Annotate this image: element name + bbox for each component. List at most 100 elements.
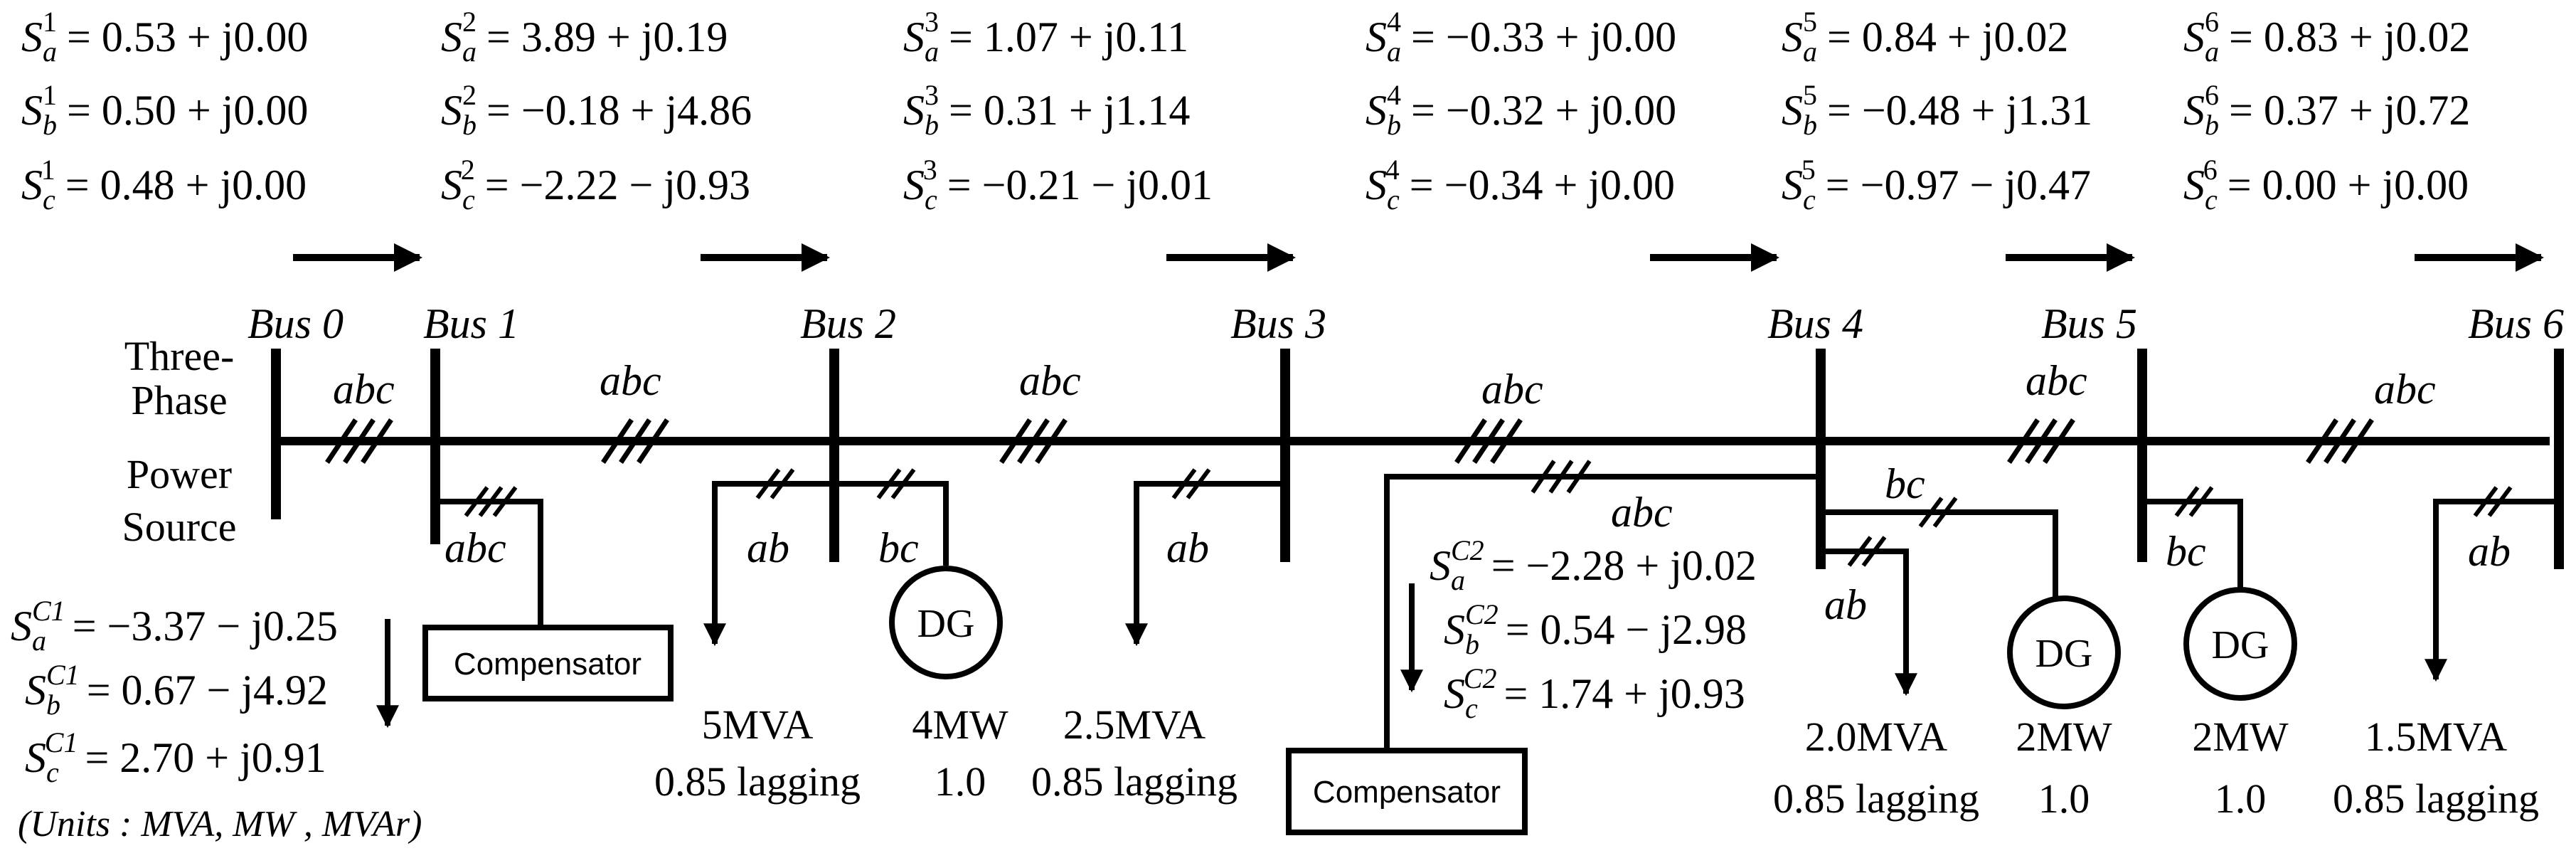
svg-text:Sb5= −0.48 + j1.31: Sb5= −0.48 + j1.31: [1782, 79, 2092, 141]
flow-block-5: Sa5= 0.84 + j0.02 Sb5= −0.48 + j1.31 Sc5…: [1782, 6, 2092, 216]
flow-5-c: = −0.97 − j0.47: [1826, 161, 2091, 208]
flow-2-c: = −2.22 − j0.93: [485, 161, 750, 208]
svg-text:2.5MVA: 2.5MVA: [1063, 701, 1205, 748]
svg-text:4MW: 4MW: [912, 701, 1008, 748]
flow-4-a: = −0.33 + j0.00: [1411, 14, 1676, 60]
svg-text:abc: abc: [600, 357, 661, 404]
flow-3-b: = 0.31 + j1.14: [949, 87, 1190, 134]
compensator-c1-box: [422, 625, 674, 701]
svg-text:abc: abc: [1481, 366, 1543, 413]
bus-2-dg-branch: bc DG: [834, 468, 1003, 679]
svg-text:SbC1= 0.67 − j4.92: SbC1= 0.67 − j4.92: [25, 659, 328, 721]
flow-6-c: = 0.00 + j0.00: [2228, 161, 2469, 208]
bus-5-label: Bus 5: [2041, 300, 2137, 347]
bus-3-label: Bus 3: [1230, 300, 1326, 347]
units-note: (Units : MVA, MW , MVAr): [18, 804, 422, 844]
flow-block-2: Sa2= 3.89 + j0.19 Sb2= −0.18 + j4.86 Sc2…: [441, 6, 752, 216]
svg-text:Sc5= −0.97 − j0.47: Sc5= −0.97 − j0.47: [1782, 154, 2091, 216]
svg-text:abc: abc: [2374, 366, 2436, 413]
svg-text:Source: Source: [122, 504, 236, 550]
svg-text:Sc2= −2.22 − j0.93: Sc2= −2.22 − j0.93: [441, 154, 750, 216]
svg-text:2.0MVA: 2.0MVA: [1805, 714, 1947, 760]
svg-text:DG: DG: [2035, 632, 2093, 676]
bus-3-load-branch: ab 2.5MVA 0.85 lagging: [1031, 468, 1285, 805]
svg-text:2MW: 2MW: [2016, 714, 2112, 760]
svg-text:Sa6= 0.83 + j0.02: Sa6= 0.83 + j0.02: [2183, 6, 2470, 68]
flow-6-a: = 0.83 + j0.02: [2229, 14, 2470, 60]
dg-bus-5: [2183, 587, 2297, 701]
flow-2-b: = −0.18 + j4.86: [486, 87, 752, 134]
source-label: Three- Phase Power Source: [122, 333, 236, 550]
flow-block-4: Sa4= −0.33 + j0.00 Sb4= −0.32 + j0.00 Sc…: [1366, 6, 1676, 216]
flow-4-b: = −0.32 + j0.00: [1411, 87, 1676, 134]
bus-labels: Bus 0 Bus 1 Bus 2 Bus 3 Bus 4 Bus 5 Bus …: [248, 300, 2564, 347]
flow-3-c: = −0.21 − j0.01: [947, 161, 1213, 208]
svg-text:Phase: Phase: [131, 377, 227, 423]
svg-text:bc: bc: [2166, 528, 2206, 575]
compensator-c1-branch: abc Compensator: [422, 486, 674, 701]
flow-6-b: = 0.37 + j0.72: [2229, 87, 2470, 134]
svg-text:SaC2= −2.28 + j0.02: SaC2= −2.28 + j0.02: [1430, 534, 1757, 596]
svg-text:0.85 lagging: 0.85 lagging: [1031, 758, 1238, 805]
svg-text:0.85 lagging: 0.85 lagging: [2333, 775, 2539, 822]
svg-text:bc: bc: [1885, 460, 1925, 507]
svg-text:bc: bc: [878, 524, 919, 571]
svg-text:Sa3= 1.07 + j0.11: Sa3= 1.07 + j0.11: [903, 6, 1188, 68]
bus-4-dg-branch: bc DG 2MW 1.0: [1821, 460, 2121, 822]
svg-text:SaC1= −3.37 − j0.25: SaC1= −3.37 − j0.25: [11, 595, 338, 657]
dg-bus-2: [889, 566, 1003, 679]
svg-text:Sa1= 0.53 + j0.00: Sa1= 0.53 + j0.00: [21, 6, 308, 68]
flow-1-a: = 0.53 + j0.00: [67, 14, 308, 60]
svg-text:Sb3= 0.31 + j1.14: Sb3= 0.31 + j1.14: [903, 79, 1190, 141]
bus-4-load-branch: ab 2.0MVA 0.85 lagging: [1773, 536, 1979, 822]
main-phase-labels: abc abc abc abc abc abc: [333, 357, 2436, 413]
hatch-2-3: [999, 418, 1068, 464]
bus-2-ratings: 5MVA 0.85 lagging 4MW 1.0: [654, 701, 1008, 805]
bus-2-label: Bus 2: [800, 300, 896, 347]
bus-5-dg-branch: bc DG 2MW 1.0: [2142, 486, 2297, 822]
svg-text:Sb2= −0.18 + j4.86: Sb2= −0.18 + j4.86: [441, 79, 752, 141]
bus-6-label: Bus 6: [2468, 300, 2564, 347]
bus-4-label: Bus 4: [1767, 300, 1863, 347]
flow-5-b: = −0.48 + j1.31: [1827, 87, 2092, 134]
svg-text:SbC2= 0.54 − j2.98: SbC2= 0.54 − j2.98: [1444, 598, 1747, 660]
flow-2-a: = 3.89 + j0.19: [486, 14, 728, 60]
hatch-0-1: [325, 418, 393, 464]
svg-text:5MVA: 5MVA: [702, 701, 814, 748]
svg-text:Sc6= 0.00 + j0.00: Sc6= 0.00 + j0.00: [2183, 154, 2469, 216]
bus-bars: [271, 349, 2564, 569]
hatch-1-2: [601, 418, 669, 464]
flow-1-c: = 0.48 + j0.00: [65, 161, 307, 208]
svg-text:abc: abc: [333, 366, 395, 413]
hatch-3-4: [1454, 418, 1523, 464]
svg-text:Sa5= 0.84 + j0.02: Sa5= 0.84 + j0.02: [1782, 6, 2068, 68]
svg-text:Three-: Three-: [124, 333, 235, 379]
svg-text:0.85 lagging: 0.85 lagging: [1773, 775, 1979, 822]
bus-2-load-branch: ab: [703, 468, 834, 647]
bus-0-label: Bus 0: [248, 300, 344, 347]
svg-text:abc: abc: [445, 524, 506, 571]
flow-4-c: = −0.34 + j0.00: [1410, 161, 1675, 208]
compensator-c2-branch: abc Compensator: [1286, 460, 1821, 835]
hatch-4-5: [2007, 418, 2075, 464]
svg-text:Sc1= 0.48 + j0.00: Sc1= 0.48 + j0.00: [21, 154, 307, 216]
svg-text:Sc4= −0.34 + j0.00: Sc4= −0.34 + j0.00: [1366, 154, 1675, 216]
svg-text:DG: DG: [2212, 623, 2269, 667]
svg-text:ab: ab: [1166, 524, 1209, 571]
svg-text:1.5MVA: 1.5MVA: [2365, 714, 2507, 760]
compensator-c2-equations: SaC2= −2.28 + j0.02 SbC2= 0.54 − j2.98 S…: [1430, 534, 1757, 724]
svg-text:abc: abc: [1611, 489, 1673, 536]
flow-block-6: Sa6= 0.83 + j0.02 Sb6= 0.37 + j0.72 Sc6=…: [2183, 6, 2470, 216]
main-feeder-hatches: [325, 418, 2374, 464]
dg-bus-4: [2007, 595, 2121, 709]
compensator-c1-equations: SaC1= −3.37 − j0.25 SbC1= 0.67 − j4.92 S…: [11, 595, 338, 788]
flow-1-b: = 0.50 + j0.00: [67, 87, 308, 134]
svg-text:ScC1= 2.70 + j0.91: ScC1= 2.70 + j0.91: [25, 726, 326, 788]
compensator-c2-box: [1286, 748, 1528, 835]
svg-text:Sb1= 0.50 + j0.00: Sb1= 0.50 + j0.00: [21, 79, 308, 141]
svg-text:Power: Power: [127, 451, 232, 497]
svg-text:abc: abc: [2026, 357, 2087, 404]
svg-text:ab: ab: [747, 524, 789, 571]
svg-text:Compensator: Compensator: [1313, 775, 1501, 810]
